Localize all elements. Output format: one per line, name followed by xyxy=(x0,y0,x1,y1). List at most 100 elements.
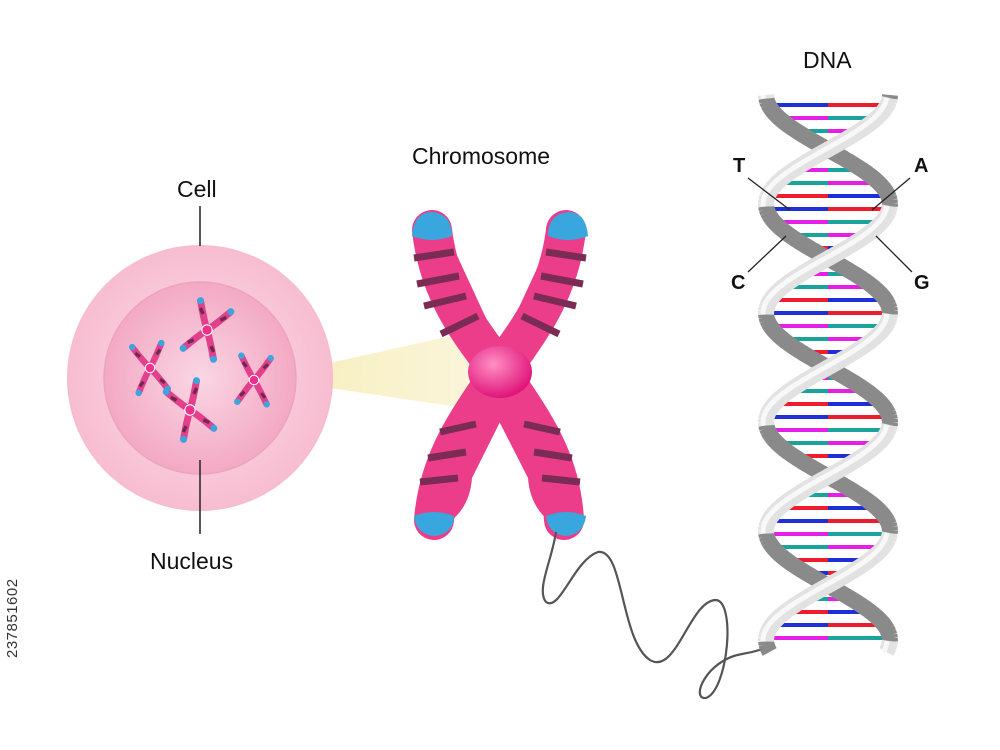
strand-highlight xyxy=(761,193,768,199)
strand-back-segment xyxy=(800,565,815,583)
strand-highlight xyxy=(802,155,812,164)
strand-back-segment xyxy=(808,352,824,370)
strand-highlight xyxy=(761,304,768,310)
strand-highlight xyxy=(764,513,772,521)
strand-back-segment xyxy=(781,553,797,571)
strand-back-segment xyxy=(761,427,778,439)
strand-back-segment xyxy=(760,535,777,547)
strand-highlight xyxy=(767,510,774,518)
strand-back-segment xyxy=(789,340,804,358)
strand-front-segment xyxy=(760,406,777,418)
nucleus-label: Nucleus xyxy=(150,548,234,574)
strand-front-segment xyxy=(758,414,775,422)
dna-label: DNA xyxy=(803,47,852,73)
strand-back-segment xyxy=(795,235,810,253)
strand-back-segment xyxy=(790,559,805,577)
strand-back-segment xyxy=(802,130,817,148)
strand-highlight xyxy=(777,282,785,290)
strand-highlight xyxy=(811,368,820,377)
strand-back-segment xyxy=(779,442,794,459)
strand-back-segment xyxy=(764,213,781,227)
strand-highlight xyxy=(778,390,787,398)
strand-back-segment xyxy=(781,226,797,244)
cell-label: Cell xyxy=(177,176,217,202)
strand-back-segment xyxy=(763,429,779,443)
strand-back-segment xyxy=(758,314,776,323)
double-helix-illustration xyxy=(747,94,913,656)
base-label-a: A xyxy=(914,155,929,177)
strand-highlight xyxy=(771,396,779,404)
strand-back-segment xyxy=(787,448,802,466)
strand-back-segment xyxy=(786,556,801,574)
strand-back-segment xyxy=(783,445,798,463)
strand-back-segment xyxy=(807,133,822,151)
strand-highlight xyxy=(761,520,768,526)
strand-front-segment xyxy=(758,306,775,313)
strand-front-segment xyxy=(759,517,776,528)
strand-back-segment xyxy=(759,533,776,543)
strand-highlight xyxy=(767,618,775,626)
strand-highlight xyxy=(769,180,777,188)
strand-highlight xyxy=(776,501,784,509)
base-label-c: C xyxy=(731,272,746,294)
strand-highlight xyxy=(797,485,807,494)
strand-highlight xyxy=(809,587,819,596)
strand-back-segment xyxy=(760,208,777,220)
strand-back-segment xyxy=(762,537,779,550)
strand-highlight xyxy=(766,402,774,410)
strand-back-segment xyxy=(775,439,790,456)
strand-back-segment xyxy=(772,329,788,345)
chromosome-label: Chromosome xyxy=(412,143,551,169)
strand-highlight xyxy=(760,634,767,640)
strand-highlight xyxy=(763,189,770,196)
strand-highlight xyxy=(785,275,794,284)
strand-highlight xyxy=(765,621,773,629)
base-label-g: G xyxy=(914,272,930,294)
strand-back-segment xyxy=(795,562,810,580)
strand-back-segment xyxy=(762,210,779,223)
strand-highlight xyxy=(767,291,775,299)
strand-front-segment xyxy=(758,302,776,312)
strand-highlight xyxy=(786,383,795,392)
strand-back-segment xyxy=(765,104,781,119)
strand-highlight xyxy=(792,488,802,497)
strand-highlight xyxy=(768,399,776,407)
strand-highlight xyxy=(818,473,828,482)
strand-front-segment xyxy=(758,194,775,203)
strand-back-segment xyxy=(759,206,776,216)
strand-back-segment xyxy=(807,460,822,478)
strand-back-segment xyxy=(770,545,786,561)
strand-back-segment xyxy=(777,550,793,567)
strand-back-segment xyxy=(769,326,785,342)
centromere xyxy=(468,346,532,398)
strand-front-segment xyxy=(758,633,775,640)
strand-highlight xyxy=(760,523,767,529)
strand-highlight xyxy=(794,596,803,605)
strand-highlight xyxy=(763,516,770,523)
strand-back-segment xyxy=(779,115,794,132)
strand-highlight xyxy=(760,196,767,202)
strand-highlight xyxy=(762,627,769,634)
strand-back-segment xyxy=(780,334,795,352)
strand-front-segment xyxy=(760,298,777,309)
strand-highlight xyxy=(804,263,813,272)
strand-back-segment xyxy=(775,112,790,129)
strand-highlight xyxy=(795,377,805,386)
strand-highlight xyxy=(805,371,815,380)
strand-back-segment xyxy=(759,425,776,435)
strand-front-segment xyxy=(758,521,775,530)
strand-back-segment xyxy=(777,223,793,240)
strand-back-segment xyxy=(759,643,777,654)
strand-back-segment xyxy=(802,457,817,475)
strand-back-segment xyxy=(786,229,801,247)
strand-highlight xyxy=(820,254,829,263)
strand-highlight xyxy=(772,177,781,185)
strand-back-segment xyxy=(783,118,798,136)
strand-highlight xyxy=(814,257,824,266)
strand-highlight xyxy=(770,288,778,296)
strand-highlight xyxy=(779,171,788,179)
strand-back-segment xyxy=(767,215,783,231)
strand-back-segment xyxy=(761,318,778,331)
